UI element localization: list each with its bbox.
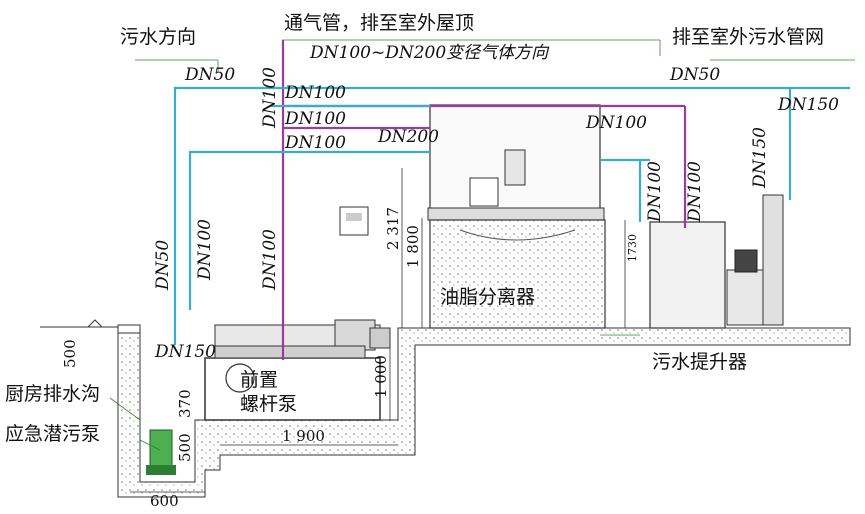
dim-2317: 2 317 — [384, 207, 402, 250]
pipe-label-dn100-vert1: DN100 — [195, 219, 215, 281]
pit-wall-top — [117, 324, 141, 334]
sewage-pipes — [173, 86, 850, 345]
label-front-screw-pump-2: 螺杆泵 — [240, 393, 297, 415]
front-screw-pump — [204, 319, 391, 421]
pipe-label-dn50-vert: DN50 — [153, 240, 173, 291]
pipe-label-dn150-vert: DN150 — [750, 127, 770, 189]
dim-1000: 1 000 — [372, 355, 390, 398]
label-sewage-direction: 污水方向 — [120, 26, 196, 48]
dim-500-top: 500 — [61, 339, 79, 368]
label-front-screw-pump-1: 前置 — [240, 369, 278, 391]
leader-lines — [109, 39, 855, 451]
pipe-label-dn200: DN200 — [377, 127, 439, 147]
dim-1800: 1 800 — [404, 225, 422, 268]
dimension-lines — [130, 168, 626, 493]
grease-separator-tank — [427, 104, 606, 329]
dim-1900: 1 900 — [282, 427, 325, 445]
label-grease-separator: 油脂分离器 — [440, 286, 535, 308]
pipe-label-dn100-row3: DN100 — [284, 133, 346, 153]
floor-slab — [40, 319, 851, 498]
pipe-label-dn100-right: DN100 — [585, 113, 647, 133]
label-emergency-pump: 应急潜污泵 — [5, 423, 100, 445]
label-reducer-gas-direction: DN100~DN200变径气体方向 — [309, 43, 550, 63]
pipe-label-dn100-row2: DN100 — [284, 109, 346, 129]
dim-600: 600 — [150, 492, 179, 510]
sewage-lift-station — [649, 194, 784, 329]
dim-500-pit: 500 — [176, 433, 194, 462]
pipe-label-dn150-pit: DN150 — [154, 342, 216, 362]
label-kitchen-drain: 厨房排水沟 — [5, 383, 100, 405]
pipe-label-dn50-right: DN50 — [669, 65, 720, 85]
label-sewage-lift: 污水提升器 — [652, 351, 747, 373]
dim-1730: 1730 — [626, 234, 639, 262]
control-box — [339, 206, 369, 236]
dim-370: 370 — [176, 389, 194, 418]
pipe-label-dn100-top: DN100 — [260, 67, 280, 129]
pipe-label-dn100-tank1: DN100 — [645, 161, 665, 223]
label-vent-pipe: 通气管，排至室外屋顶 — [284, 12, 474, 34]
pipe-label-dn150-right: DN150 — [777, 95, 839, 115]
pipe-label-dn100-row1: DN100 — [284, 83, 346, 103]
pipe-label-dn100-vert2: DN100 — [260, 229, 280, 291]
pipe-label-dn50-left: DN50 — [184, 65, 235, 85]
emergency-pump-icon — [146, 429, 176, 475]
pipe-label-dn100-tank2: DN100 — [685, 161, 705, 223]
label-outdoor-sewer: 排至室外污水管网 — [672, 26, 824, 48]
